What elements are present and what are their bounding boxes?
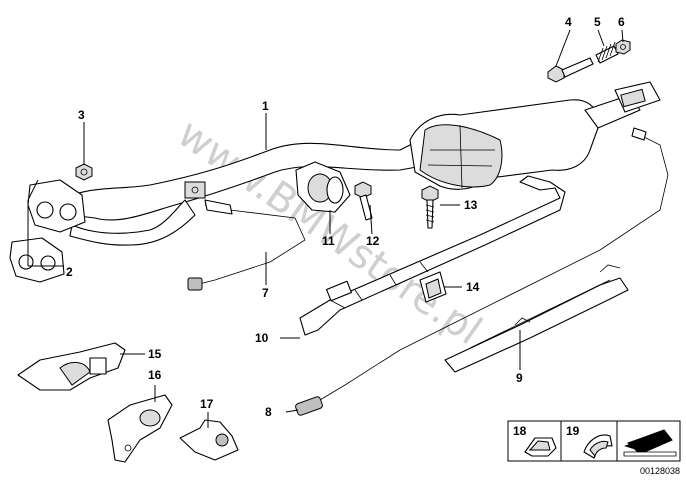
spring-5 bbox=[595, 41, 619, 64]
bracket-16 bbox=[107, 394, 173, 463]
bolt-12 bbox=[354, 181, 373, 221]
callout-5: 5 bbox=[594, 15, 601, 29]
document-number: 00128038 bbox=[640, 466, 680, 476]
callout-17: 17 bbox=[200, 397, 214, 411]
legend-boxes: 18 19 bbox=[507, 420, 681, 462]
pipe-bracket bbox=[184, 181, 206, 199]
callout-labels: 1 2 3 4 5 6 7 8 9 10 11 12 13 14 15 16 1… bbox=[66, 15, 625, 419]
rubber-block-14 bbox=[419, 271, 447, 303]
nut-6 bbox=[615, 39, 631, 55]
callout-13: 13 bbox=[464, 198, 478, 212]
callout-12: 12 bbox=[366, 234, 380, 248]
callout-19: 19 bbox=[566, 424, 580, 438]
callout-1: 1 bbox=[262, 99, 269, 113]
oxygen-sensor-7 bbox=[187, 199, 306, 291]
catalytic-converter bbox=[409, 81, 661, 190]
callout-10: 10 bbox=[255, 331, 269, 345]
cable-holder-9 bbox=[444, 264, 629, 373]
leader-lines bbox=[27, 29, 624, 428]
oxygen-sensor-8 bbox=[295, 127, 669, 416]
bolt-4 bbox=[547, 57, 594, 83]
callout-6: 6 bbox=[618, 15, 625, 29]
callout-14: 14 bbox=[466, 280, 480, 294]
clamp-17 bbox=[179, 419, 239, 461]
support-bracket-10 bbox=[299, 175, 566, 336]
gasket-lower bbox=[9, 237, 65, 283]
gasket-upper bbox=[27, 179, 86, 233]
callout-3: 3 bbox=[78, 108, 85, 122]
callout-9: 9 bbox=[516, 371, 523, 385]
screw-13 bbox=[421, 185, 439, 229]
heat-shield-15 bbox=[17, 342, 126, 391]
callout-18: 18 bbox=[513, 424, 527, 438]
callout-4: 4 bbox=[565, 15, 572, 29]
rubber-mount-11 bbox=[295, 161, 351, 213]
callout-11: 11 bbox=[322, 234, 335, 248]
callout-16: 16 bbox=[148, 368, 162, 382]
callout-15: 15 bbox=[148, 347, 162, 361]
callout-7: 7 bbox=[262, 286, 269, 300]
callout-8: 8 bbox=[265, 405, 272, 419]
nut-3 bbox=[75, 163, 93, 181]
callout-2: 2 bbox=[66, 265, 73, 279]
